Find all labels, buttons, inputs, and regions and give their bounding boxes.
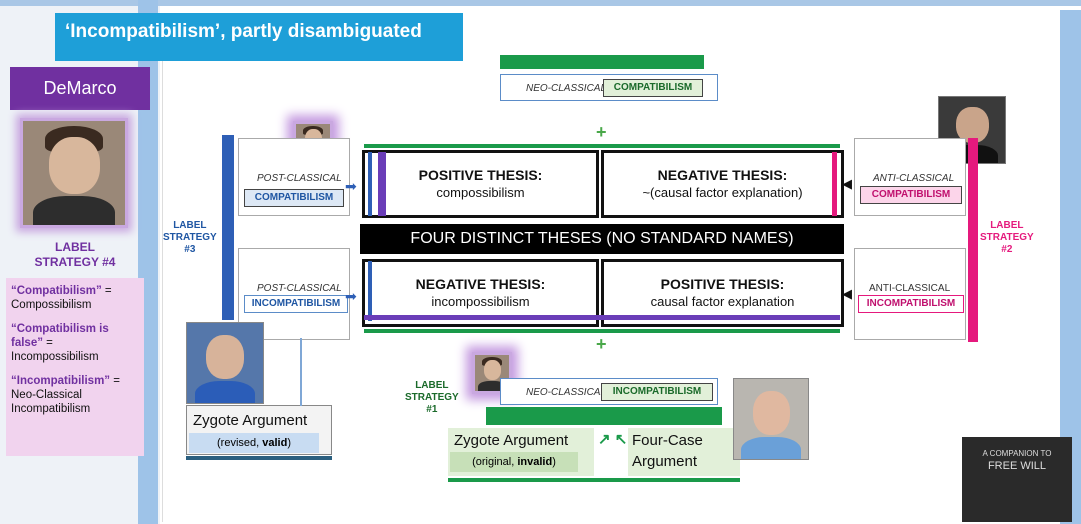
zygote-argument-original-box: Zygote Argument (original, invalid): [448, 428, 594, 476]
blue-strip: [368, 261, 372, 321]
connector-line: [300, 338, 302, 406]
pink-strip: [832, 152, 837, 216]
arrow-left-icon: ◀: [842, 286, 852, 301]
blue-vertical-bar: [222, 135, 234, 320]
demarco-photo: [20, 118, 128, 228]
blue-strip: [368, 152, 372, 216]
arrows-icon: ↗ ↖: [598, 431, 628, 448]
label-strategy-4: LABEL STRATEGY #4: [34, 240, 116, 269]
definitions-box: “Compatibilism” = Compossibilism “Compat…: [6, 278, 144, 456]
plus-icon-top: +: [596, 122, 607, 142]
bottom-green-line: [448, 478, 740, 482]
arrow-right-icon: ➡: [345, 178, 357, 194]
post-classical-compatibilism-box: POST-CLASSICAL COMPATIBILISM: [238, 138, 350, 216]
anti-classical-incompatibilism-box: ANTI-CLASSICAL INCOMPATIBILISM: [854, 248, 966, 340]
slide-title: ‘Incompatibilism’, partly disambiguated: [55, 13, 463, 61]
label-strategy-1: LABEL STRATEGY #1: [405, 380, 459, 415]
thesis-bottom-green-line: [364, 329, 840, 333]
pink-vertical-bar: [968, 138, 978, 342]
arrow-right-icon: ➡: [345, 288, 357, 304]
photo-four-case: [733, 378, 809, 460]
thesis-negative-causal: NEGATIVE THESIS:~(causal factor explanat…: [601, 150, 844, 218]
four-distinct-theses-bar: FOUR DISTINCT THESES (NO STANDARD NAMES): [360, 224, 844, 254]
thesis-positive-compossibilism: POSITIVE THESIS:compossibilism: [362, 150, 599, 218]
thesis-top-green-line: [364, 144, 840, 148]
top-border: [0, 0, 1081, 6]
top-green-bar: [500, 55, 704, 69]
bottom-neo-classical-box: NEO-CLASSICAL INCOMPATIBILISM: [500, 378, 718, 405]
purple-strip: [378, 152, 386, 216]
tag-incompatibilism-bottom: INCOMPATIBILISM: [601, 383, 713, 401]
purple-bottom-line: [364, 315, 840, 320]
plus-icon-bottom: +: [596, 334, 607, 354]
photo-zygote-revised: [186, 322, 264, 404]
book-cover-free-will: A COMPANION TO FREE WILL: [962, 437, 1072, 522]
zygote-revised-sub: (revised, valid): [189, 433, 319, 453]
label-strategy-2: LABEL STRATEGY #2: [980, 220, 1034, 255]
arrow-left-icon: ◀: [842, 176, 852, 191]
tag-incompatibilism-left: INCOMPATIBILISM: [244, 295, 348, 313]
anti-classical-compatibilism-box: ANTI-CLASSICAL COMPATIBILISM: [854, 138, 966, 216]
top-neo-classical-box: NEO-CLASSICAL COMPATIBILISM: [500, 74, 718, 101]
tag-compatibilism-right: COMPATIBILISM: [860, 186, 962, 204]
zygote-revised-underline: [186, 456, 332, 460]
definition-3: “Incompatibilism” = Neo-Classical Incomp…: [11, 375, 120, 415]
right-border: [1060, 10, 1081, 524]
bottom-green-bar: [486, 407, 722, 425]
zygote-argument-revised-box: Zygote Argument (revised, valid): [186, 405, 332, 455]
tag-compatibilism-left: COMPATIBILISM: [244, 189, 344, 207]
definition-2: “Compatibilism is false” = Incompossibil…: [11, 323, 109, 363]
tag-compatibilism-top: COMPATIBILISM: [603, 79, 703, 97]
zygote-original-sub: (original, invalid): [450, 452, 578, 472]
tag-incompatibilism-right: INCOMPATIBILISM: [858, 295, 964, 313]
label-strategy-3: LABEL STRATEGY #3: [163, 220, 217, 255]
demarco-label: DeMarco: [10, 67, 150, 110]
definition-1: “Compatibilism” = Compossibilism: [11, 285, 112, 311]
four-case-argument-box: Four-Case Argument: [628, 428, 740, 476]
